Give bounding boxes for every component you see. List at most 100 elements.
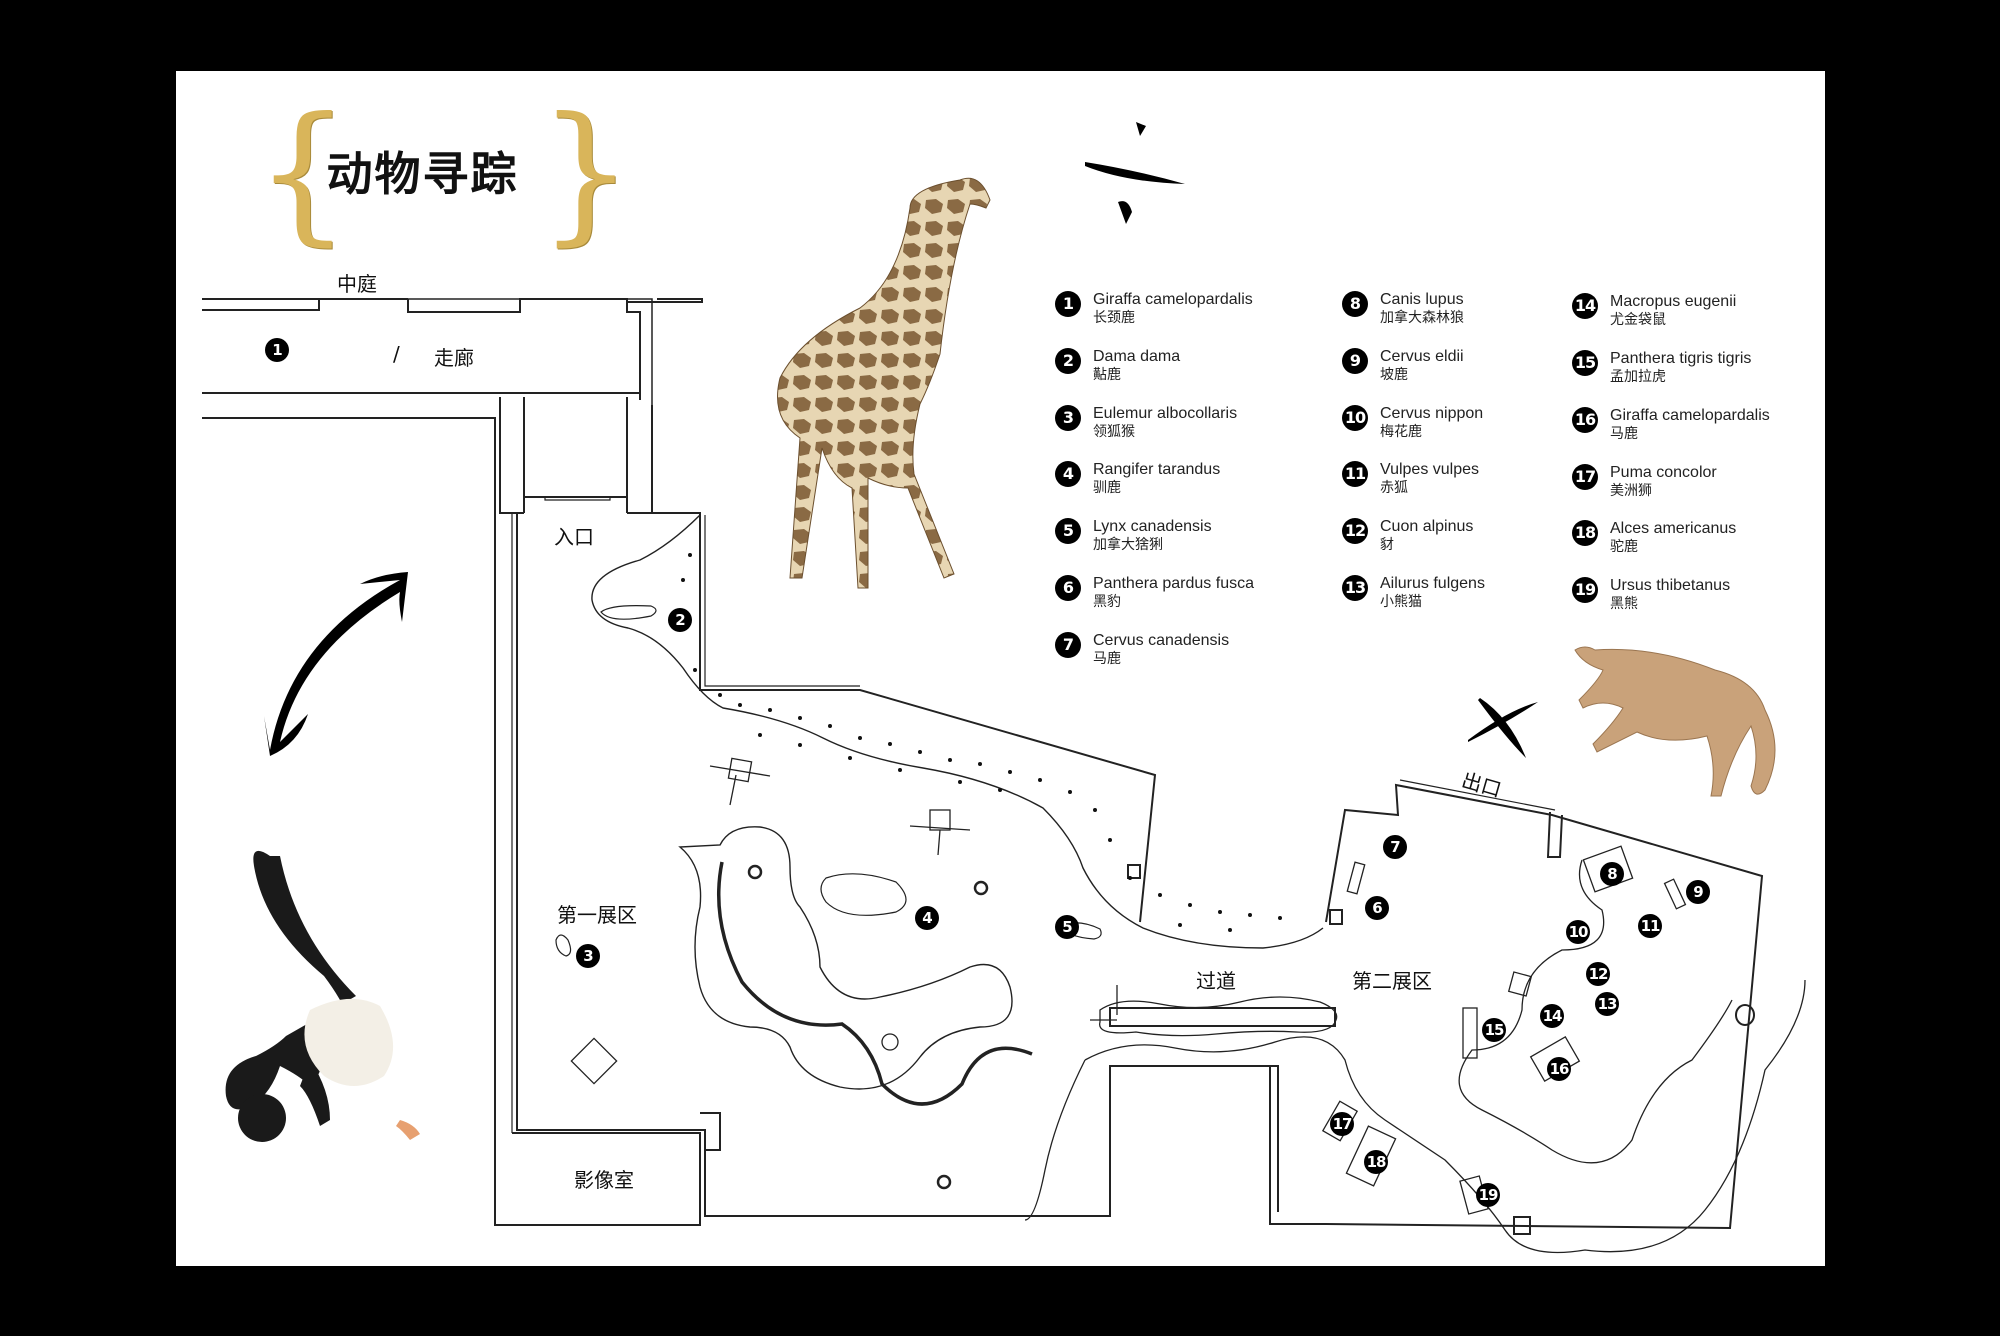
legend-chinese-name: 黇鹿 — [1093, 367, 1121, 383]
legend-chinese-name: 赤狐 — [1380, 480, 1408, 496]
legend-item[interactable]: 4 Rangifer tarandus 驯鹿 — [1055, 460, 1295, 497]
label-passage: 过道 — [1196, 969, 1236, 993]
legend-scientific-name: Vulpes vulpes — [1380, 461, 1480, 478]
map-pin-1[interactable]: 1 — [265, 338, 289, 362]
map-pin-15[interactable]: 15 — [1482, 1018, 1506, 1042]
map-pin-4[interactable]: 4 — [915, 906, 939, 930]
legend-scientific-name: Ursus thibetanus — [1610, 577, 1731, 594]
legend-number-badge: 6 — [1055, 575, 1081, 601]
legend-scientific-name: Canis lupus — [1380, 291, 1464, 308]
legend-number-badge: 8 — [1342, 291, 1368, 317]
map-pin-7[interactable]: 7 — [1383, 835, 1407, 859]
map-pin-2[interactable]: 2 — [668, 608, 692, 632]
legend-chinese-name: 豺 — [1380, 537, 1394, 553]
map-pin-14[interactable]: 14 — [1540, 1004, 1564, 1028]
corridor-separator: / — [393, 342, 400, 366]
legend-number-badge: 17 — [1572, 464, 1598, 490]
label-atrium: 中庭 — [337, 272, 377, 296]
bidirectional-arrow-icon — [264, 572, 408, 756]
map-pin-8[interactable]: 8 — [1600, 862, 1624, 886]
legend-scientific-name: Cuon alpinus — [1380, 518, 1474, 535]
map-pin-9[interactable]: 9 — [1686, 880, 1710, 904]
corridor-wall — [202, 298, 320, 311]
legend-item[interactable]: 3 Eulemur albocollaris 领狐猴 — [1055, 404, 1295, 441]
gravel-dots — [681, 553, 1282, 932]
map-pin-16[interactable]: 16 — [1547, 1057, 1571, 1081]
legend-chinese-name: 领狐猴 — [1093, 424, 1135, 440]
legend-chinese-name: 黑豹 — [1093, 594, 1121, 610]
legend-chinese-name: 加拿大猞猁 — [1093, 537, 1163, 553]
legend-item[interactable]: 7 Cervus canadensis 马鹿 — [1055, 631, 1295, 668]
giraffe-photo — [777, 177, 991, 589]
map-pin-18[interactable]: 18 — [1364, 1150, 1388, 1174]
legend-number-badge: 4 — [1055, 461, 1081, 487]
legend-number-badge: 7 — [1055, 632, 1081, 658]
exhibit-1-wall — [516, 513, 1326, 1225]
map-pin-11[interactable]: 11 — [1638, 914, 1662, 938]
legend-number-badge: 18 — [1572, 520, 1598, 546]
legend-number-badge: 14 — [1572, 293, 1598, 319]
exhibit-2-wall — [1325, 783, 1764, 1230]
left-brace-icon: { — [255, 86, 351, 260]
legend-number-badge: 1 — [1055, 291, 1081, 317]
legend-number-badge: 9 — [1342, 348, 1368, 374]
gravel-area — [591, 514, 1324, 949]
map-pin-6[interactable]: 6 — [1365, 896, 1389, 920]
right-brace-icon: } — [538, 86, 634, 260]
map-pin-12[interactable]: 12 — [1586, 962, 1610, 986]
brush-marks — [264, 122, 1538, 758]
legend-scientific-name: Alces americanus — [1610, 520, 1737, 537]
legend-item[interactable]: 1 Giraffa camelopardalis 长颈鹿 — [1055, 290, 1295, 327]
map-pin-5[interactable]: 5 — [1055, 915, 1079, 939]
cross-mark-icon — [1468, 698, 1538, 758]
legend-item[interactable]: 2 Dama dama 黇鹿 — [1055, 347, 1295, 384]
map-pin-17[interactable]: 17 — [1330, 1112, 1354, 1136]
legend-chinese-name: 驼鹿 — [1610, 539, 1638, 555]
legend-chinese-name: 尤金袋鼠 — [1610, 312, 1666, 328]
island-area — [678, 826, 1013, 1090]
map-pin-19[interactable]: 19 — [1476, 1183, 1500, 1207]
label-entrance: 入口 — [554, 525, 594, 549]
legend-scientific-name: Dama dama — [1093, 348, 1181, 365]
map-pin-13[interactable]: 13 — [1595, 992, 1619, 1016]
legend-item[interactable]: 18 Alces americanus 驼鹿 — [1572, 519, 1812, 556]
page-title: 动物寻踪 — [326, 147, 519, 201]
legend-scientific-name: Cervus canadensis — [1093, 632, 1230, 649]
legend-number-badge: 16 — [1572, 407, 1598, 433]
legend-number-badge: 3 — [1055, 405, 1081, 431]
legend-scientific-name: Cervus nippon — [1380, 405, 1484, 422]
map-pin-3[interactable]: 3 — [576, 944, 600, 968]
legend-scientific-name: Rangifer tarandus — [1093, 461, 1221, 478]
legend-chinese-name: 小熊猫 — [1380, 594, 1422, 610]
legend-chinese-name: 驯鹿 — [1093, 480, 1121, 496]
passage-wall — [1109, 1007, 1336, 1027]
legend-number-badge: 2 — [1055, 348, 1081, 374]
legend-number-badge: 15 — [1572, 350, 1598, 376]
legend-chinese-name: 坡鹿 — [1380, 367, 1408, 383]
legend-chinese-name: 长颈鹿 — [1093, 310, 1135, 326]
map-pin-10[interactable]: 10 — [1566, 920, 1590, 944]
legend-scientific-name: Giraffa camelopardalis — [1093, 291, 1253, 308]
legend-scientific-name: Lynx canadensis — [1093, 518, 1212, 535]
legend-number-badge: 19 — [1572, 577, 1598, 603]
legend-chinese-name: 孟加拉虎 — [1610, 369, 1666, 385]
label-exhibit-2: 第二展区 — [1352, 969, 1432, 993]
legend-chinese-name: 马鹿 — [1093, 651, 1121, 667]
label-video-room: 影像室 — [574, 1168, 634, 1192]
legend-scientific-name: Eulemur albocollaris — [1093, 405, 1238, 422]
lemur-photo — [225, 850, 420, 1142]
